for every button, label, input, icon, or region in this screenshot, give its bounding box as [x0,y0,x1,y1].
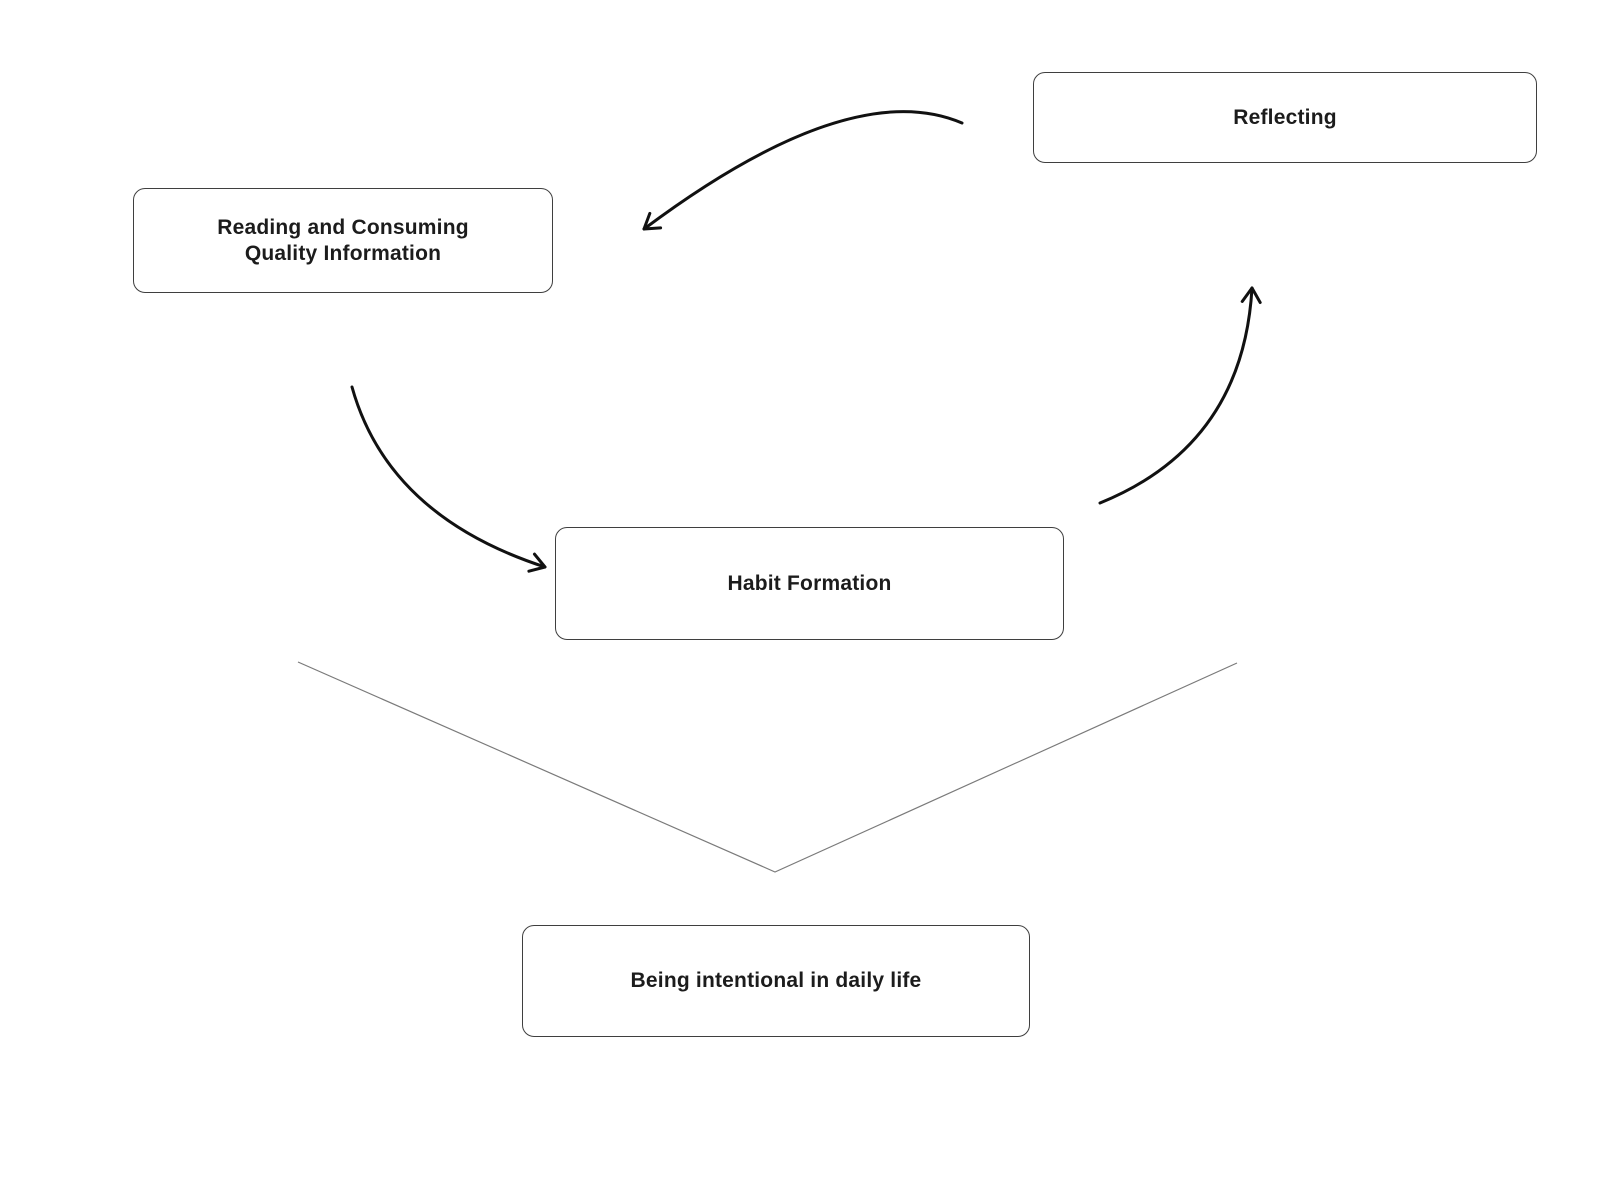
connector-habit-to-reflecting [1098,286,1262,505]
node-reflecting-label: Reflecting [1233,105,1337,129]
node-habit-formation-label: Habit Formation [727,571,892,595]
node-habit-formation[interactable]: Habit Formation [555,527,1064,640]
node-reflecting[interactable]: Reflecting [1033,72,1537,163]
connector-reading-to-habit [350,385,547,573]
node-reading-label-line1: Reading and Consuming [217,215,469,239]
connector-reflecting-to-reading [642,110,964,231]
connector-v-lines [297,661,1238,873]
node-reading-label: Reading and Consuming Quality Informatio… [217,215,469,267]
node-being-intentional[interactable]: Being intentional in daily life [522,925,1030,1037]
node-reading-label-line2: Quality Information [244,241,442,265]
node-reading[interactable]: Reading and Consuming Quality Informatio… [133,188,553,293]
node-being-intentional-label: Being intentional in daily life [630,969,922,992]
